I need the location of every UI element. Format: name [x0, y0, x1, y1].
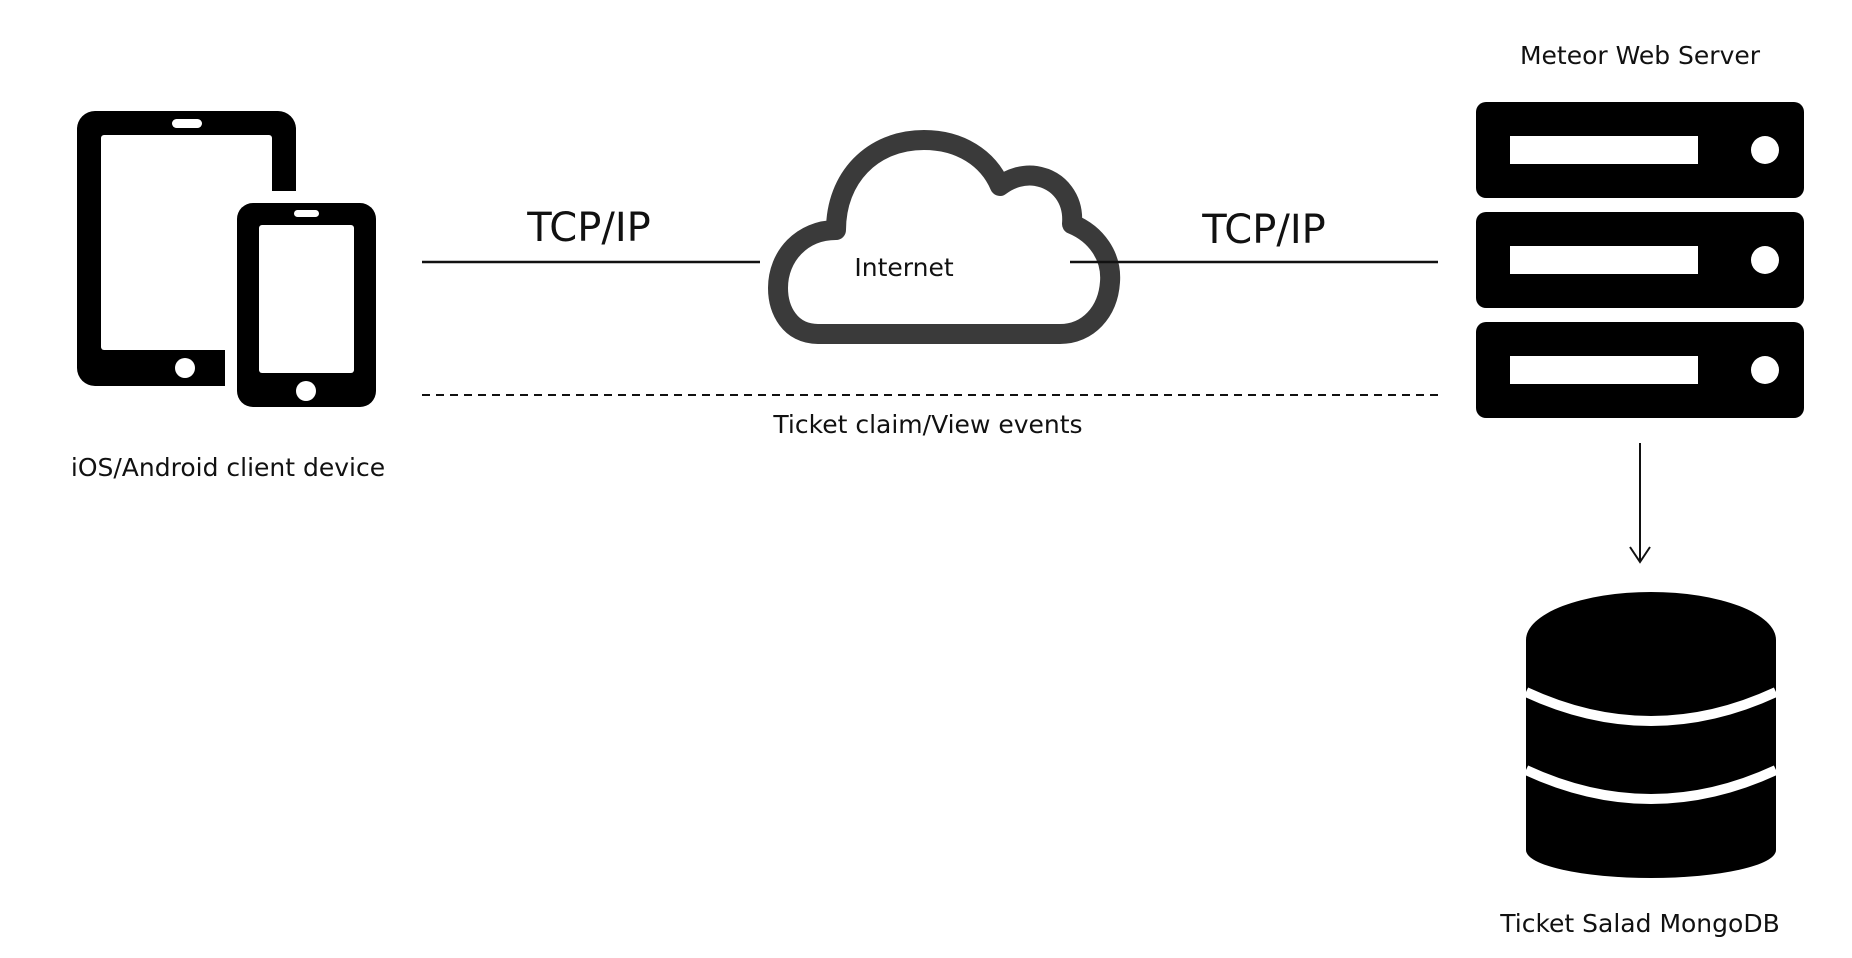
client-label: iOS/Android client device — [71, 453, 385, 482]
phone-icon — [237, 203, 376, 407]
database-icon — [1523, 592, 1779, 878]
server-rack-icon — [1476, 102, 1804, 418]
down-arrow-icon — [1629, 443, 1651, 564]
cloud-icon — [768, 130, 1121, 344]
right-link-label: TCP/IP — [1201, 207, 1326, 253]
server-unit-icon — [1476, 212, 1804, 308]
events-label: Ticket claim/View events — [772, 410, 1082, 439]
left-link-label: TCP/IP — [526, 205, 651, 251]
server-unit-icon — [1476, 102, 1804, 198]
server-label: Meteor Web Server — [1520, 41, 1761, 70]
internet-label: Internet — [854, 253, 953, 282]
tablet-phone-icon — [77, 111, 388, 419]
database-label: Ticket Salad MongoDB — [1499, 909, 1779, 938]
server-unit-icon — [1476, 322, 1804, 418]
